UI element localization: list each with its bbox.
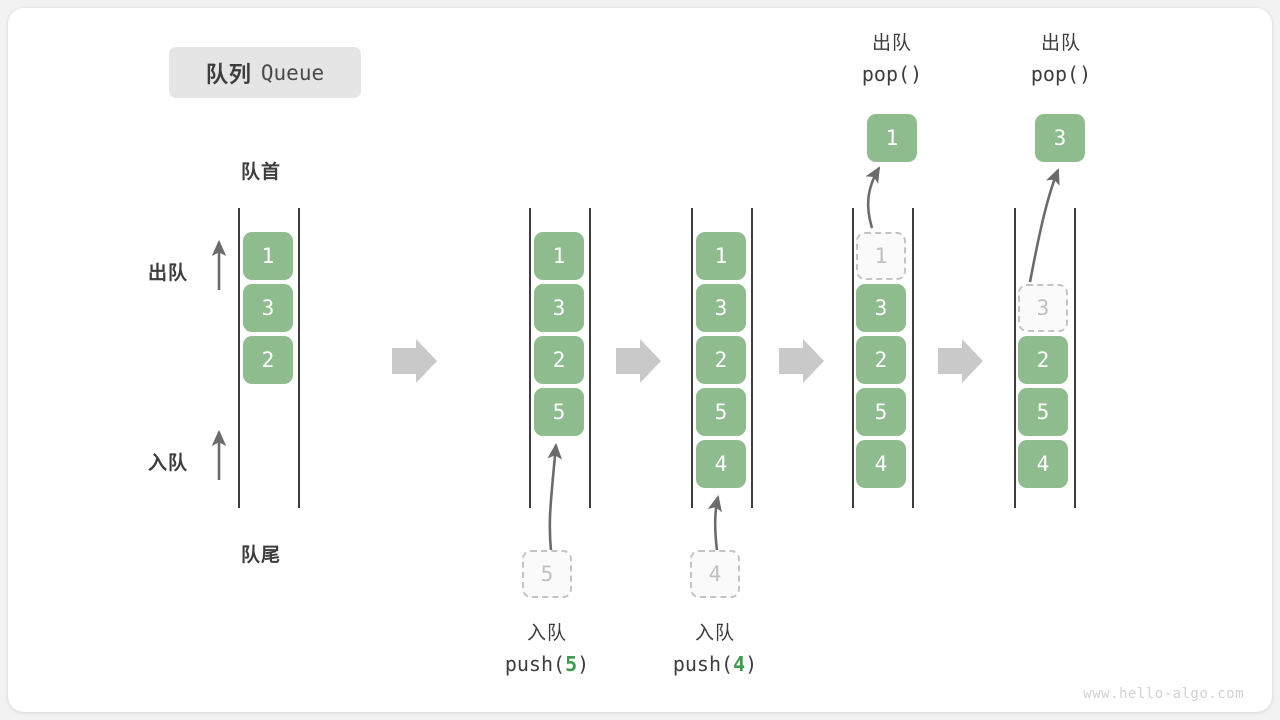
push-4-caption-cn: 入队	[694, 623, 735, 644]
queue-element: 2	[696, 336, 746, 384]
queue-element: 2	[1018, 336, 1068, 384]
title-english: Queue	[260, 60, 325, 85]
queue-element: 1	[534, 232, 584, 280]
watermark: www.hello-algo.com	[1083, 686, 1244, 702]
queue-element: 1	[243, 232, 293, 280]
queue-element: 5	[856, 388, 906, 436]
diagram-card	[8, 8, 1272, 712]
push-4-code-prefix: push(	[672, 651, 734, 676]
push-5-code-prefix: push(	[504, 651, 566, 676]
pop-1-code-prefix: pop(	[861, 61, 911, 86]
push-4-code-value: 4	[733, 651, 746, 676]
incoming-element-ghost: 5	[522, 550, 572, 598]
push-5-caption-cn: 入队	[526, 623, 567, 644]
queue-element: 1	[696, 232, 746, 280]
queue-element: 2	[856, 336, 906, 384]
queue-rail-right-5	[1074, 208, 1076, 508]
incoming-element-ghost: 4	[690, 550, 740, 598]
queue-element: 4	[1018, 440, 1068, 488]
queue-element: 5	[1018, 388, 1068, 436]
queue-rail-left-5	[1014, 208, 1016, 508]
title-chinese: 队列	[205, 61, 252, 87]
queue-rail-right-4	[912, 208, 914, 508]
title-badge: 队列 Queue	[169, 47, 361, 98]
pop-1-caption-cn: 出队	[871, 33, 912, 54]
pop-1-code-suffix: )	[910, 61, 923, 86]
queue-element: 5	[696, 388, 746, 436]
queue-rail-right-3	[751, 208, 753, 508]
dequeue-label: 出队	[148, 263, 189, 284]
queue-element: 4	[856, 440, 906, 488]
push-5-code-value: 5	[565, 651, 578, 676]
queue-element: 3	[534, 284, 584, 332]
pop-3-caption: 出队 pop()	[986, 30, 1136, 89]
pop-3-caption-cn: 出队	[1040, 33, 1081, 54]
pop-3-code-prefix: pop(	[1030, 61, 1080, 86]
removed-element-ghost: 1	[856, 232, 906, 280]
push-5-caption-code: push(5)	[472, 649, 622, 679]
removed-element-ghost: 3	[1018, 284, 1068, 332]
popped-element: 3	[1035, 114, 1085, 162]
pop-3-code-suffix: )	[1079, 61, 1092, 86]
push-4-code-suffix: )	[745, 651, 758, 676]
enqueue-label: 入队	[148, 453, 189, 474]
queue-rail-right-2	[589, 208, 591, 508]
queue-element-new: 4	[696, 440, 746, 488]
queue-rail-right-1	[298, 208, 300, 508]
queue-rail-left-4	[852, 208, 854, 508]
pop-1-caption-code: pop()	[817, 59, 967, 89]
tail-label: 队尾	[241, 545, 282, 566]
queue-element: 3	[243, 284, 293, 332]
queue-element: 3	[696, 284, 746, 332]
pop-1-caption: 出队 pop()	[817, 30, 967, 89]
queue-element: 3	[856, 284, 906, 332]
popped-element: 1	[867, 114, 917, 162]
push-5-code-suffix: )	[577, 651, 590, 676]
queue-rail-left-3	[691, 208, 693, 508]
queue-element-new: 5	[534, 388, 584, 436]
push-5-caption: 入队 push(5)	[472, 620, 622, 679]
queue-rail-left-2	[529, 208, 531, 508]
queue-element: 2	[243, 336, 293, 384]
queue-rail-left-1	[238, 208, 240, 508]
push-4-caption-code: push(4)	[640, 649, 790, 679]
queue-element: 2	[534, 336, 584, 384]
pop-3-caption-code: pop()	[986, 59, 1136, 89]
head-label: 队首	[241, 162, 282, 183]
push-4-caption: 入队 push(4)	[640, 620, 790, 679]
